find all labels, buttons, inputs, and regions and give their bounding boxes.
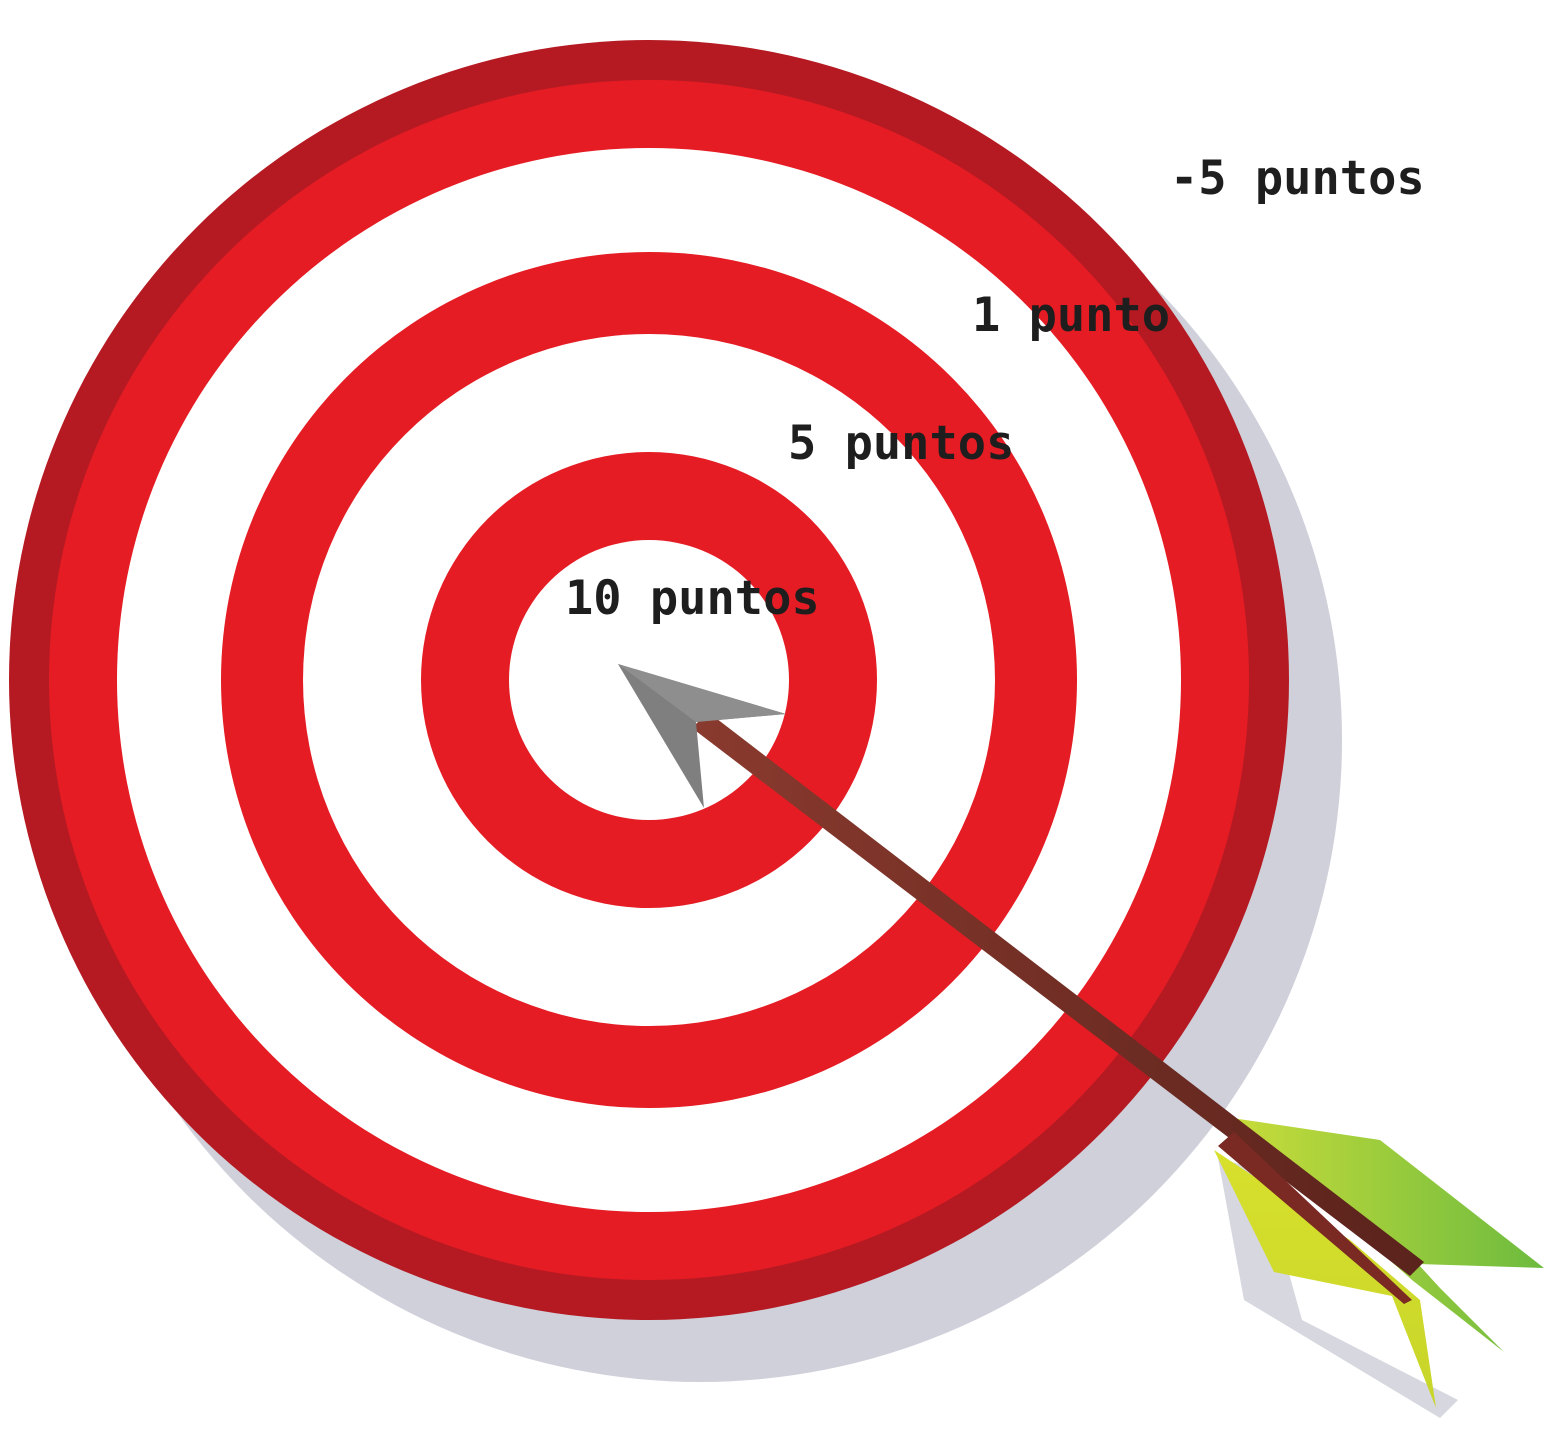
label-outer-score: -5 puntos [1170,151,1425,206]
label-ring-5-score: 5 puntos [788,416,1014,471]
label-ring-1-score: 1 punto [972,288,1170,343]
label-bullseye-score: 10 puntos [565,571,820,626]
